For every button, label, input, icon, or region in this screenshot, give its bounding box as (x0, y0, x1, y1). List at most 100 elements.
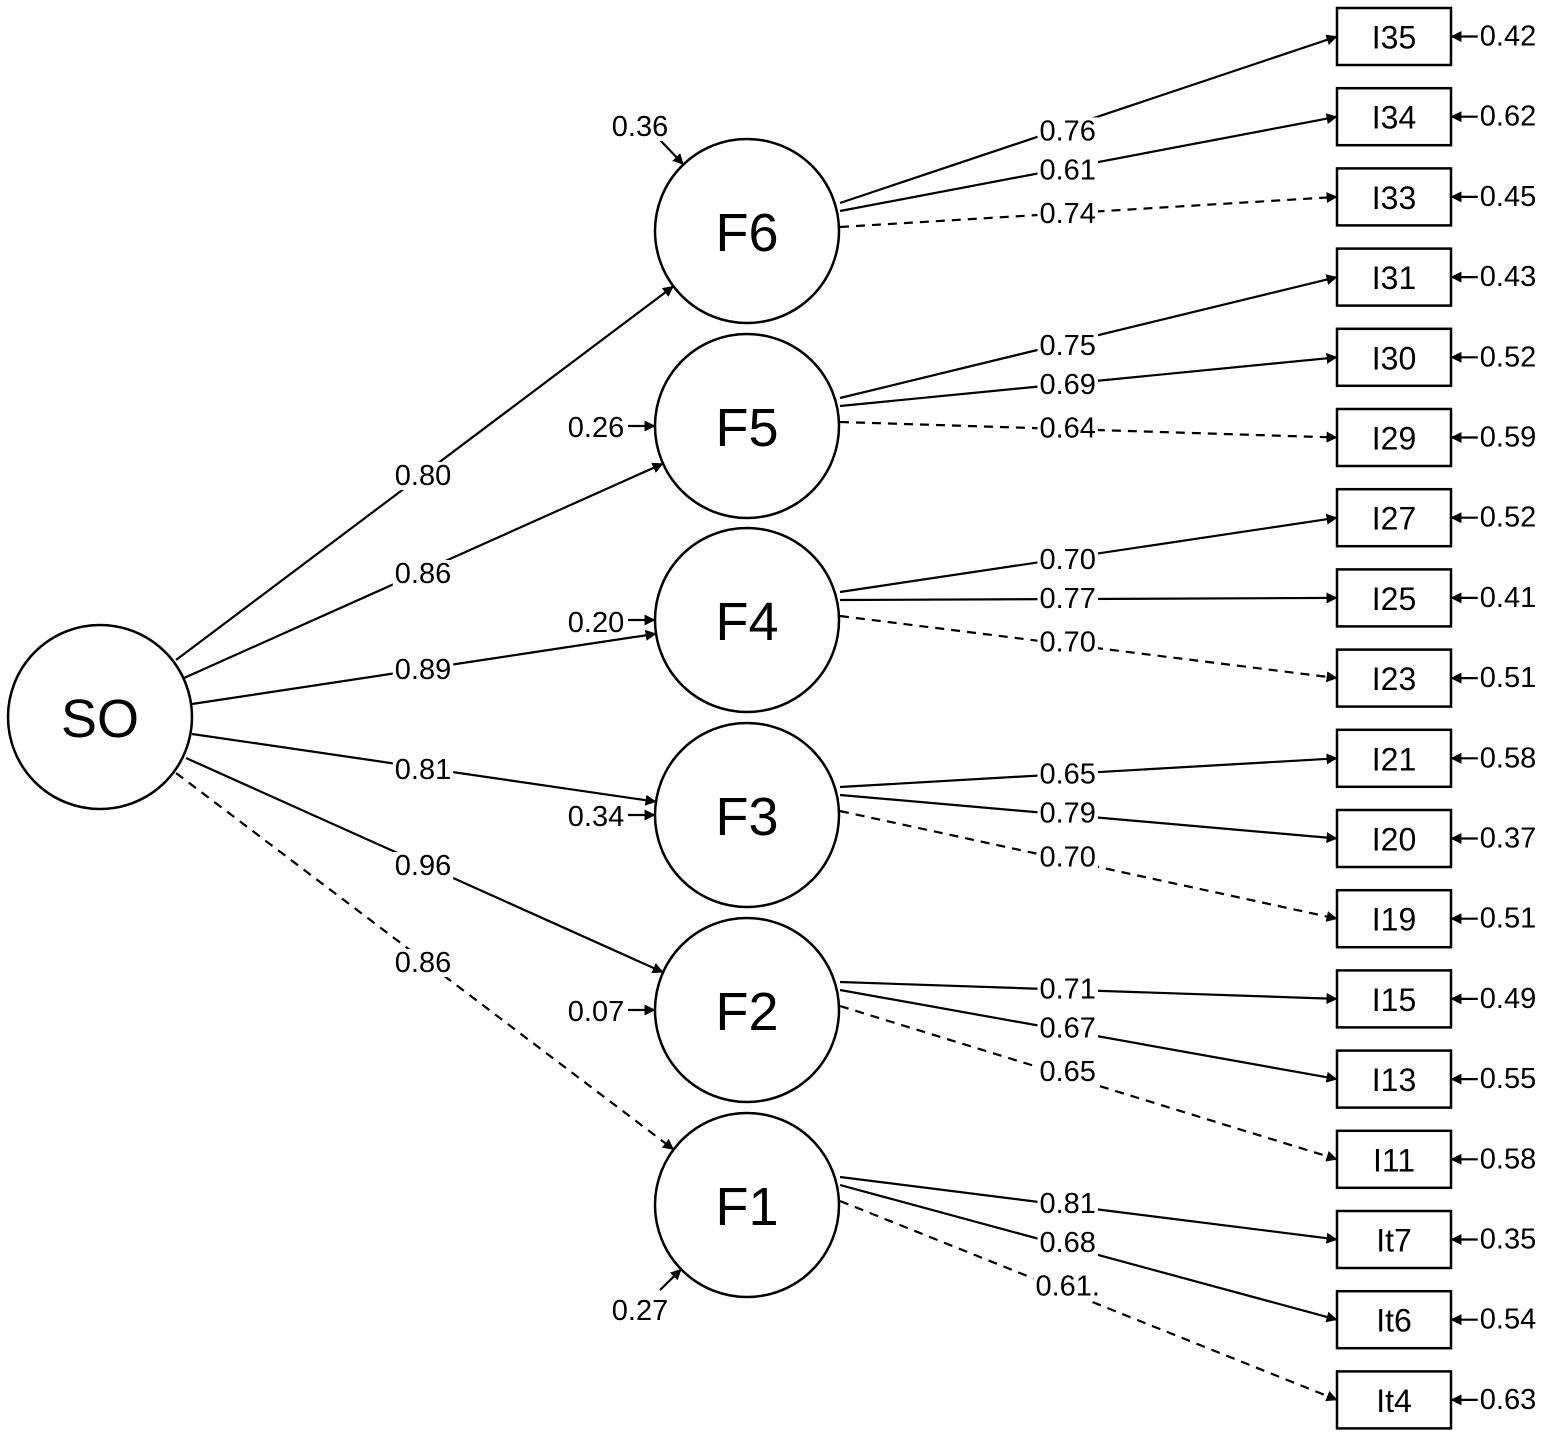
loading-f3-i20: 0.79 (1039, 798, 1095, 830)
item-node-it7 (1335, 1209, 1453, 1270)
loading-f6-i34: 0.61 (1039, 154, 1095, 186)
latent-label-f3: F3 (715, 787, 778, 847)
loading-f4-i25: 0.77 (1039, 583, 1095, 615)
item-label-i33: I33 (1372, 180, 1416, 216)
loading-so-f6: 0.80 (395, 460, 451, 492)
error-it7-bg (1477, 1225, 1539, 1254)
latent-label-f4: F4 (715, 592, 778, 652)
error-i15: 0.49 (1480, 983, 1536, 1015)
residual-f6-bg (609, 113, 671, 141)
loading-so-f4: 0.89 (395, 654, 451, 686)
error-i21: 0.58 (1480, 742, 1536, 774)
loading-f2-i13: 0.67 (1039, 1012, 1095, 1044)
error-i20-bg (1477, 824, 1539, 853)
loading-f2-i15-bg (1037, 975, 1098, 1004)
item-node-it6 (1335, 1289, 1453, 1350)
error-i27: 0.52 (1480, 502, 1536, 534)
error-i34: 0.62 (1480, 101, 1536, 133)
residual-arrow-f1 (659, 1268, 682, 1291)
item-node-i23 (1335, 648, 1453, 708)
error-i29-bg (1477, 423, 1539, 452)
item-label-i31: I31 (1372, 260, 1416, 296)
residual-f1: 0.27 (612, 1295, 668, 1327)
latent-node-f4 (653, 526, 841, 714)
loading-f2-i13-bg (1037, 1014, 1098, 1043)
error-i25-bg (1477, 583, 1539, 612)
loading-f1-it7-bg (1037, 1189, 1098, 1218)
loading-so-f4-bg (392, 656, 454, 684)
item-label-i35: I35 (1372, 20, 1416, 56)
item-label-i30: I30 (1372, 340, 1416, 376)
loading-so-f5-bg (392, 560, 454, 588)
error-i23: 0.51 (1480, 662, 1536, 694)
item-node-i19 (1335, 888, 1453, 949)
error-it6-bg (1477, 1305, 1539, 1334)
item-label-it6: It6 (1376, 1303, 1412, 1339)
latent-label-f2: F2 (715, 982, 778, 1042)
item-node-i31 (1335, 247, 1453, 307)
error-i19-bg (1477, 904, 1539, 933)
loading-so-f3: 0.81 (395, 754, 451, 786)
loading-so-f5: 0.86 (395, 558, 451, 590)
item-label-i29: I29 (1372, 421, 1416, 457)
loading-f5-i30-bg (1037, 371, 1098, 400)
loading-f5-i29: 0.64 (1039, 413, 1095, 445)
loading-f4-i27-bg (1037, 546, 1098, 575)
error-i29: 0.59 (1480, 422, 1536, 454)
loading-f5-i30: 0.69 (1039, 369, 1095, 401)
path-f3-i19 (839, 809, 1338, 922)
item-node-i27 (1335, 487, 1453, 548)
item-label-it4: It4 (1376, 1383, 1412, 1419)
item-label-i20: I20 (1372, 822, 1416, 858)
loading-f4-i23: 0.70 (1039, 627, 1095, 659)
item-node-i11 (1335, 1129, 1453, 1190)
loading-f3-i21-bg (1037, 760, 1098, 789)
latent-label-f6: F6 (715, 203, 778, 263)
item-node-i15 (1335, 969, 1453, 1029)
error-i33-bg (1477, 182, 1539, 211)
loading-f1-it4: 0.61. (1035, 1271, 1100, 1303)
residual-f4-bg (565, 609, 627, 637)
loading-f4-i25-bg (1037, 585, 1098, 614)
residual-f5: 0.26 (568, 412, 624, 444)
latent-node-f1 (653, 1111, 841, 1299)
residual-arrow-f6 (659, 139, 685, 166)
residual-f1-bg (609, 1297, 671, 1325)
loading-f5-i31-bg (1037, 332, 1098, 361)
error-i35: 0.42 (1480, 21, 1536, 53)
error-i25: 0.41 (1480, 582, 1536, 614)
residual-f3: 0.34 (568, 801, 624, 833)
item-label-i21: I21 (1372, 741, 1416, 777)
loading-so-f1-bg (392, 949, 454, 977)
item-node-i13 (1335, 1049, 1453, 1109)
loading-f2-i11: 0.65 (1039, 1056, 1095, 1088)
error-i30: 0.52 (1480, 341, 1536, 373)
loading-f1-it7: 0.81 (1039, 1188, 1095, 1220)
item-label-i19: I19 (1372, 902, 1416, 938)
item-label-i13: I13 (1372, 1062, 1416, 1098)
item-node-i30 (1335, 327, 1453, 388)
error-i23-bg (1477, 664, 1539, 693)
latent-node-f2 (653, 916, 841, 1104)
item-label-i15: I15 (1372, 982, 1416, 1018)
error-it4: 0.63 (1480, 1384, 1536, 1416)
item-node-i20 (1335, 808, 1453, 869)
loading-so-f6-bg (392, 462, 454, 490)
error-i31-bg (1477, 263, 1539, 292)
error-it7: 0.35 (1480, 1224, 1536, 1256)
latent-label-f1: F1 (715, 1177, 778, 1237)
error-i19: 0.51 (1480, 903, 1536, 935)
latent-node-so (6, 623, 194, 811)
item-node-i25 (1335, 568, 1453, 628)
error-i30-bg (1477, 343, 1539, 372)
error-i15-bg (1477, 984, 1539, 1013)
loading-f4-i23-bg (1037, 628, 1098, 657)
item-node-i35 (1335, 6, 1453, 67)
loading-f2-i11-bg (1037, 1057, 1098, 1086)
latent-node-f3 (653, 721, 841, 909)
nodes-layer: SOF6I35I34I33F5I31I30I29F4I27I25I23F3I21… (6, 6, 1453, 1430)
residual-f6: 0.36 (612, 111, 668, 143)
loading-f5-i31: 0.75 (1039, 330, 1095, 362)
item-label-it7: It7 (1376, 1223, 1412, 1259)
